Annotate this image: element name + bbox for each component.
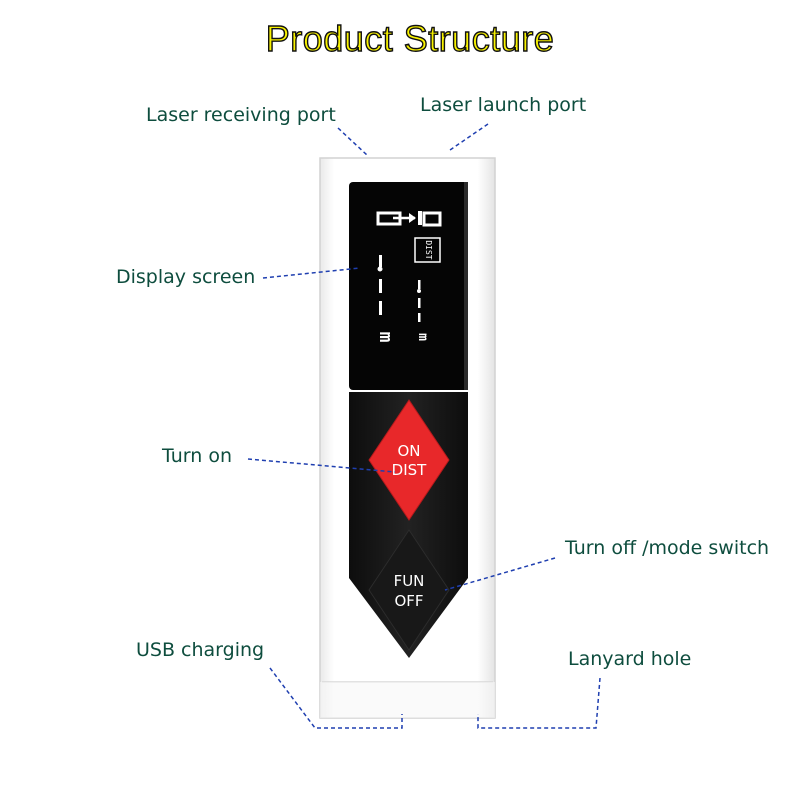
- leader-receiving-port: [337, 127, 369, 157]
- button-panel: ON DIST FUN OFF: [349, 392, 468, 658]
- label-display-screen: Display screen: [116, 266, 256, 288]
- label-turn-off-mode-switch: Turn off /mode switch: [565, 537, 770, 559]
- display-screen: DIST m m: [349, 182, 468, 390]
- unit-secondary: m: [415, 333, 430, 341]
- mode-badge: DIST: [424, 240, 433, 259]
- label-laser-launch-port: Laser launch port: [420, 94, 587, 116]
- leader-launch-port: [449, 123, 489, 151]
- fun-label: FUN: [394, 572, 425, 590]
- leader-lines: [247, 123, 601, 729]
- on-dist-button[interactable]: ON DIST: [368, 399, 450, 521]
- page-title: Product Structure: [265, 17, 555, 59]
- dist-label: DIST: [392, 461, 427, 479]
- label-lanyard-hole: Lanyard hole: [568, 648, 692, 670]
- leader-display-screen: [262, 267, 361, 279]
- fun-off-button[interactable]: FUN OFF: [368, 529, 450, 651]
- unit-main: m: [375, 332, 396, 343]
- label-usb-charging: USB charging: [136, 639, 265, 661]
- leader-usb-charging: [269, 667, 403, 729]
- label-laser-receiving-port: Laser receiving port: [146, 104, 336, 126]
- leader-lanyard-hole: [477, 677, 601, 729]
- leader-turn-off: [444, 557, 556, 591]
- on-label: ON: [397, 442, 420, 460]
- label-turn-on: Turn on: [162, 445, 232, 467]
- leader-turn-on: [247, 458, 396, 473]
- off-label: OFF: [394, 592, 423, 610]
